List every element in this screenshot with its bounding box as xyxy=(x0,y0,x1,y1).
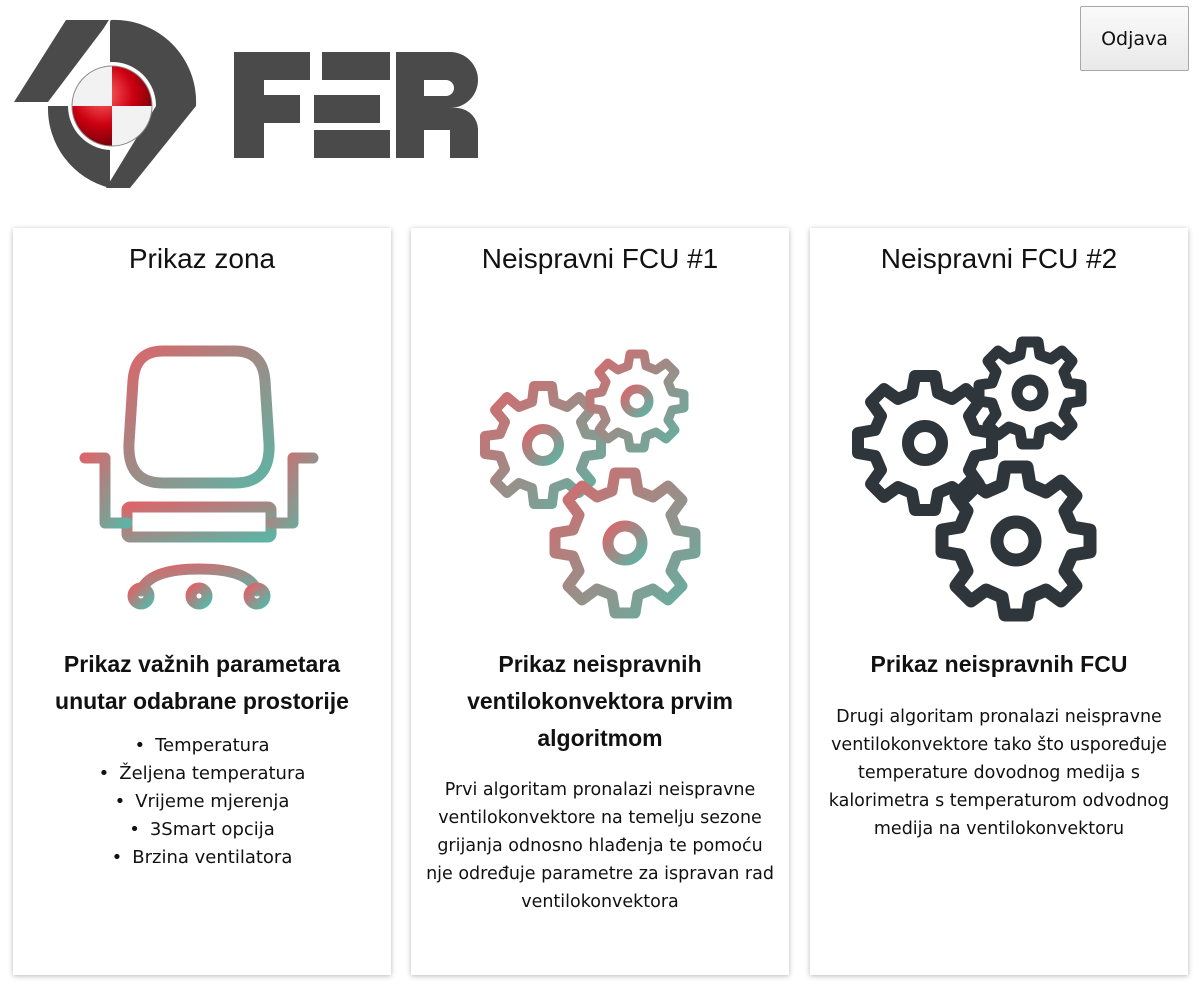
logo-emblem-icon xyxy=(14,19,197,188)
list-item: Željena temperatura xyxy=(13,760,391,788)
gears-icon xyxy=(480,349,701,619)
list-item: Vrijeme mjerenja xyxy=(13,788,391,816)
fcu2-card[interactable]: Neispravni FCU #2 Prikaz neispravnih FCU… xyxy=(810,228,1188,975)
parameter-list: Temperatura Željena temperatura Vrijeme … xyxy=(13,732,391,872)
card-heading: Prikaz neispravnih FCU xyxy=(870,651,1128,677)
gears-icon xyxy=(852,336,1097,622)
card-heading: Prikaz važnih parametara unutar odabrane… xyxy=(55,651,349,714)
logout-button[interactable]: Odjava xyxy=(1080,6,1189,71)
fcu1-card[interactable]: Neispravni FCU #1 xyxy=(411,228,789,975)
card-title: Prikaz zona xyxy=(128,243,276,274)
card-title: Neispravni FCU #1 xyxy=(481,243,719,274)
list-item: 3Smart opcija xyxy=(13,816,391,844)
card-description: Prvi algoritam pronalazi neispravne vent… xyxy=(426,780,774,912)
list-item: Brzina ventilatora xyxy=(13,844,391,872)
card-description: Drugi algoritam pronalazi neispravne ven… xyxy=(828,707,1170,839)
office-chair-icon xyxy=(79,345,319,610)
logo-letters xyxy=(234,52,479,158)
list-item: Temperatura xyxy=(13,732,391,760)
zones-card[interactable]: Prikaz zona Prikaz važnih parametara unu… xyxy=(13,228,391,975)
fer-logo xyxy=(14,19,479,188)
card-heading: Prikaz neispravnih ventilokonvektora prv… xyxy=(467,651,733,751)
card-title: Neispravni FCU #2 xyxy=(880,243,1118,274)
